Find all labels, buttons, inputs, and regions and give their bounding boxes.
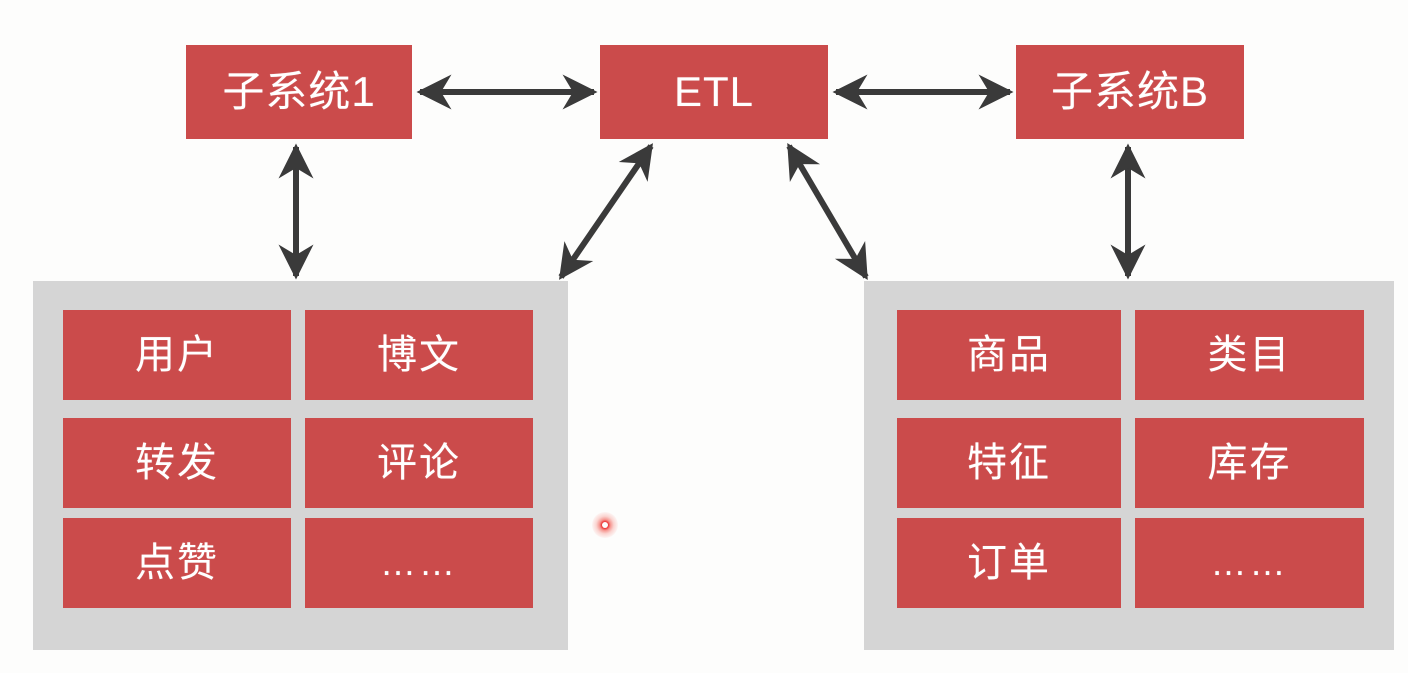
entity-box-more-right[interactable]: …… bbox=[1135, 518, 1364, 608]
node-subsystem-b[interactable]: 子系统B bbox=[1016, 45, 1244, 139]
entity-box-comment[interactable]: 评论 bbox=[305, 418, 533, 508]
node-subsystem-1[interactable]: 子系统1 bbox=[186, 45, 412, 139]
group-panel-right: 商品 类目 特征 库存 订单 …… bbox=[864, 281, 1394, 650]
group-panel-left: 用户 博文 转发 评论 点赞 …… bbox=[33, 281, 568, 650]
cursor-click-indicator bbox=[592, 512, 618, 538]
node-etl[interactable]: ETL bbox=[600, 45, 828, 139]
entity-box-category[interactable]: 类目 bbox=[1135, 310, 1364, 400]
entity-box-inventory[interactable]: 库存 bbox=[1135, 418, 1364, 508]
entity-box-order[interactable]: 订单 bbox=[897, 518, 1121, 608]
entity-box-feature[interactable]: 特征 bbox=[897, 418, 1121, 508]
edge-etl-leftdb bbox=[558, 143, 654, 280]
entity-box-repost[interactable]: 转发 bbox=[63, 418, 291, 508]
entity-box-user[interactable]: 用户 bbox=[63, 310, 291, 400]
entity-box-more-left[interactable]: …… bbox=[305, 518, 533, 608]
entity-box-like[interactable]: 点赞 bbox=[63, 518, 291, 608]
edge-etl-rightdb bbox=[786, 142, 869, 281]
entity-box-post[interactable]: 博文 bbox=[305, 310, 533, 400]
entity-box-product[interactable]: 商品 bbox=[897, 310, 1121, 400]
